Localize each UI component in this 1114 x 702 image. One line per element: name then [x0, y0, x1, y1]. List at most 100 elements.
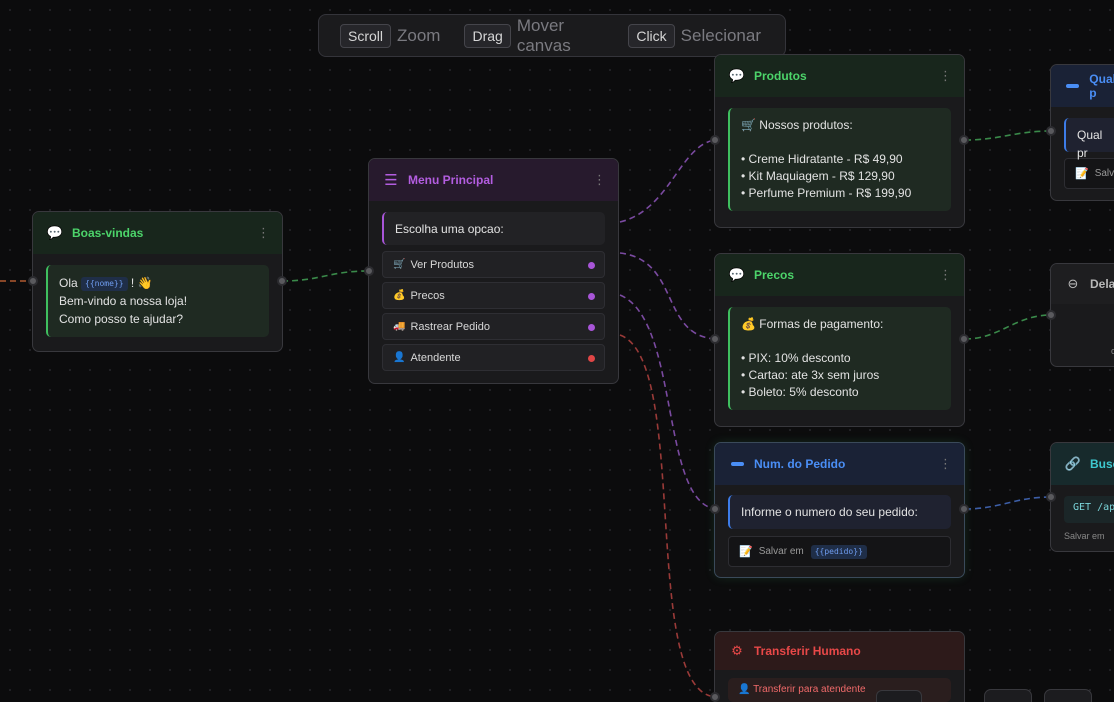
more-options-icon[interactable]: ⋮ [939, 68, 952, 83]
user-icon: 👤 [393, 352, 406, 363]
node-title: Num. do Pedido [754, 457, 846, 471]
option-handle[interactable] [588, 293, 595, 300]
message-content: 💰 Formas de pagamento: • PIX: 10% descon… [728, 307, 951, 410]
node-title: Precos [754, 268, 795, 282]
node-busca-partial[interactable]: 🔗 Busc GET /ap Salvar em [1050, 442, 1114, 552]
node-header[interactable]: ⊖ Delay [1051, 264, 1114, 304]
money-bag-icon: 💰 [393, 290, 406, 301]
input-handle[interactable] [710, 334, 720, 344]
edge-menu-to-num-pedido [619, 294, 716, 510]
node-title: Qual p [1089, 72, 1114, 100]
save-variable-field[interactable]: 📝 Salvar em {{pedido}} [728, 536, 951, 567]
zoom-out-button[interactable] [984, 689, 1032, 702]
edge-menu-to-produtos [619, 139, 716, 223]
message-line: Bem-vindo a nossa loja! [59, 294, 188, 308]
hint-click: Click Selecionar [628, 23, 761, 48]
edge-boas-vindas-to-menu [281, 270, 369, 282]
input-handle[interactable] [364, 266, 374, 276]
node-header[interactable]: ⚙ Transferir Humano [715, 632, 964, 670]
memo-icon: 📝 [739, 546, 753, 558]
delay-text: c [1111, 346, 1114, 356]
node-menu-principal[interactable]: ☰ Menu Principal ⋮ Escolha uma opcao: 🛒 … [368, 158, 619, 384]
gear-icon: ⚙ [731, 643, 743, 658]
edge-precos-to-delay [964, 314, 1052, 340]
option-handle[interactable] [588, 262, 595, 269]
output-handle[interactable] [959, 135, 969, 145]
output-handle[interactable] [277, 276, 287, 286]
message-line: Como posso te ajudar? [59, 312, 184, 326]
input-handle[interactable] [28, 276, 38, 286]
option-label: Precos [410, 289, 445, 302]
option-label: Atendente [410, 351, 461, 364]
list-item: • PIX: 10% desconto [741, 351, 851, 365]
output-handle[interactable] [959, 334, 969, 344]
menu-option-rastrear-pedido[interactable]: 🚚 Rastrear Pedido [382, 313, 605, 340]
input-prompt: Informe o numero do seu pedido: [728, 495, 951, 529]
node-boas-vindas[interactable]: 💬 Boas-vindas ⋮ Ola {{nome}} ! 👋 Bem-vin… [32, 211, 283, 352]
user-icon: 👤 [738, 684, 751, 695]
message-icon: 💬 [728, 68, 746, 83]
node-title: Transferir Humano [754, 644, 861, 658]
input-handle[interactable] [1046, 492, 1056, 502]
input-icon [729, 462, 745, 466]
hint-drag: Drag Mover canvas [464, 16, 604, 56]
menu-option-atendente[interactable]: 👤 Atendente [382, 344, 605, 371]
greeting-text: Ola [59, 276, 78, 290]
more-options-icon[interactable]: ⋮ [593, 172, 606, 187]
save-label: Salvar em [758, 546, 804, 557]
menu-option-precos[interactable]: 💰 Precos [382, 282, 605, 309]
menu-icon: ☰ [384, 172, 398, 189]
link-icon: 🔗 [1064, 456, 1082, 471]
node-title: Busc [1090, 457, 1114, 471]
node-header[interactable]: 💬 Boas-vindas ⋮ [33, 212, 282, 254]
hint-drag-label: Mover canvas [516, 15, 571, 55]
input-handle[interactable] [710, 692, 720, 702]
message-heading: 🛒 Nossos produtos: [741, 118, 853, 132]
node-qual-partial[interactable]: Qual p Qual pr 📝 Salv [1050, 64, 1114, 201]
cart-icon: 🛒 [393, 259, 406, 270]
node-precos[interactable]: 💬 Precos ⋮ 💰 Formas de pagamento: • PIX:… [714, 253, 965, 427]
option-label: Rastrear Pedido [410, 320, 490, 333]
node-header[interactable]: 💬 Produtos ⋮ [715, 55, 964, 97]
save-variable-field[interactable]: 📝 Salv [1064, 158, 1114, 189]
option-handle[interactable] [588, 324, 595, 331]
node-num-pedido[interactable]: Num. do Pedido ⋮ Informe o numero do seu… [714, 442, 965, 578]
list-item: • Cartao: ate 3x sem juros [741, 368, 880, 382]
input-handle[interactable] [710, 135, 720, 145]
node-header[interactable]: Qual p [1051, 65, 1114, 107]
node-title: Boas-vindas [72, 226, 144, 240]
greeting-suffix: ! 👋 [130, 276, 153, 290]
click-key: Click [628, 23, 675, 48]
list-item: • Perfume Premium - R$ 199,90 [741, 186, 912, 200]
drag-key: Drag [464, 23, 511, 48]
node-header[interactable]: ☰ Menu Principal ⋮ [369, 159, 618, 201]
node-transferir-humano[interactable]: ⚙ Transferir Humano 👤 Transferir para at… [714, 631, 965, 702]
option-handle[interactable] [588, 355, 595, 362]
hint-zoom: Scroll Zoom [340, 23, 440, 48]
message-content: Ola {{nome}} ! 👋 Bem-vindo a nossa loja!… [46, 265, 269, 337]
input-handle[interactable] [710, 504, 720, 514]
node-header[interactable]: Num. do Pedido ⋮ [715, 443, 964, 485]
more-options-icon[interactable]: ⋮ [939, 267, 952, 282]
more-options-icon[interactable]: ⋮ [939, 456, 952, 471]
menu-prompt-text: Escolha uma opcao: [395, 222, 504, 236]
message-content: 🛒 Nossos produtos: • Creme Hidratante - … [728, 108, 951, 211]
input-handle[interactable] [1046, 310, 1056, 320]
message-icon: 💬 [728, 267, 746, 282]
option-label: Ver Produtos [410, 258, 475, 271]
menu-option-ver-produtos[interactable]: 🛒 Ver Produtos [382, 251, 605, 278]
input-prompt-text: Qual pr [1077, 128, 1103, 160]
input-handle[interactable] [1046, 126, 1056, 136]
request-code: GET /ap [1064, 496, 1114, 523]
node-header[interactable]: 🔗 Busc [1051, 443, 1114, 485]
request-code-text: GET /ap [1073, 502, 1114, 513]
node-header[interactable]: 💬 Precos ⋮ [715, 254, 964, 296]
node-delay-partial[interactable]: ⊖ Delay c [1050, 263, 1114, 367]
node-produtos[interactable]: 💬 Produtos ⋮ 🛒 Nossos produtos: • Creme … [714, 54, 965, 228]
output-handle[interactable] [959, 504, 969, 514]
edge-produtos-to-qual [964, 130, 1052, 141]
zoom-in-button[interactable] [1044, 689, 1092, 702]
node-action-button[interactable] [876, 690, 922, 702]
list-item: • Boleto: 5% desconto [741, 385, 859, 399]
more-options-icon[interactable]: ⋮ [257, 225, 270, 240]
